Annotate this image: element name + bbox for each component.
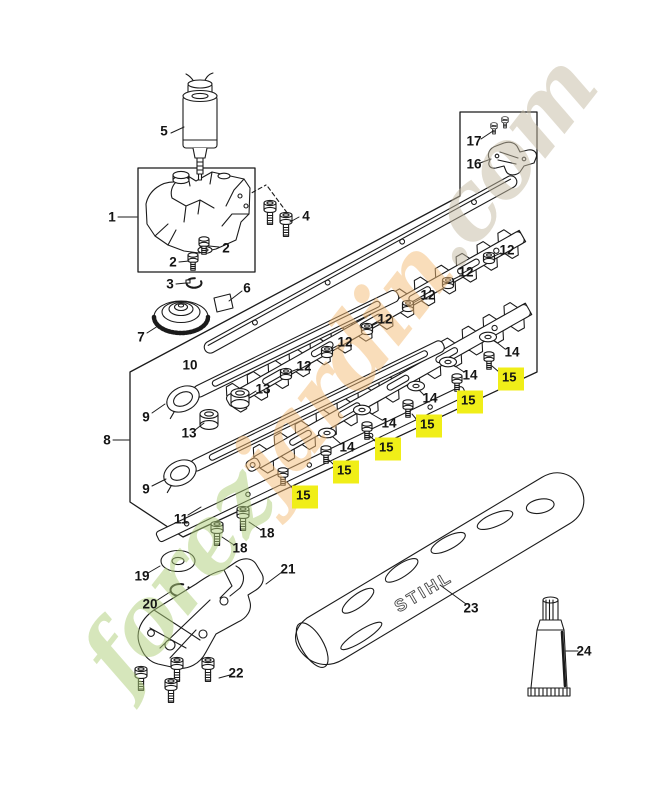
drive-gear-7: [151, 300, 211, 336]
circlip-3: [185, 277, 203, 289]
guide-foot-21: [137, 558, 264, 669]
gearbox-housing-1: [145, 170, 251, 254]
connecting-rod-9-lower: [163, 340, 445, 494]
shim-plate-6: [213, 293, 234, 313]
screws-4: [263, 199, 293, 237]
scabbard-23: STIHL: [295, 472, 585, 668]
pins-17: [490, 116, 509, 135]
guide-bar-10: [203, 175, 518, 354]
bushing-13-b: [199, 409, 219, 430]
connecting-rod-9-upper: [166, 289, 400, 420]
bushing-13-a: [230, 388, 250, 409]
screws-22: [134, 656, 215, 703]
washer-19: [160, 549, 196, 573]
assembly-boundary: [129, 111, 538, 538]
tip-guard-16: [487, 141, 538, 176]
grease-tube-24: [527, 596, 571, 697]
motor-5: [182, 72, 218, 181]
